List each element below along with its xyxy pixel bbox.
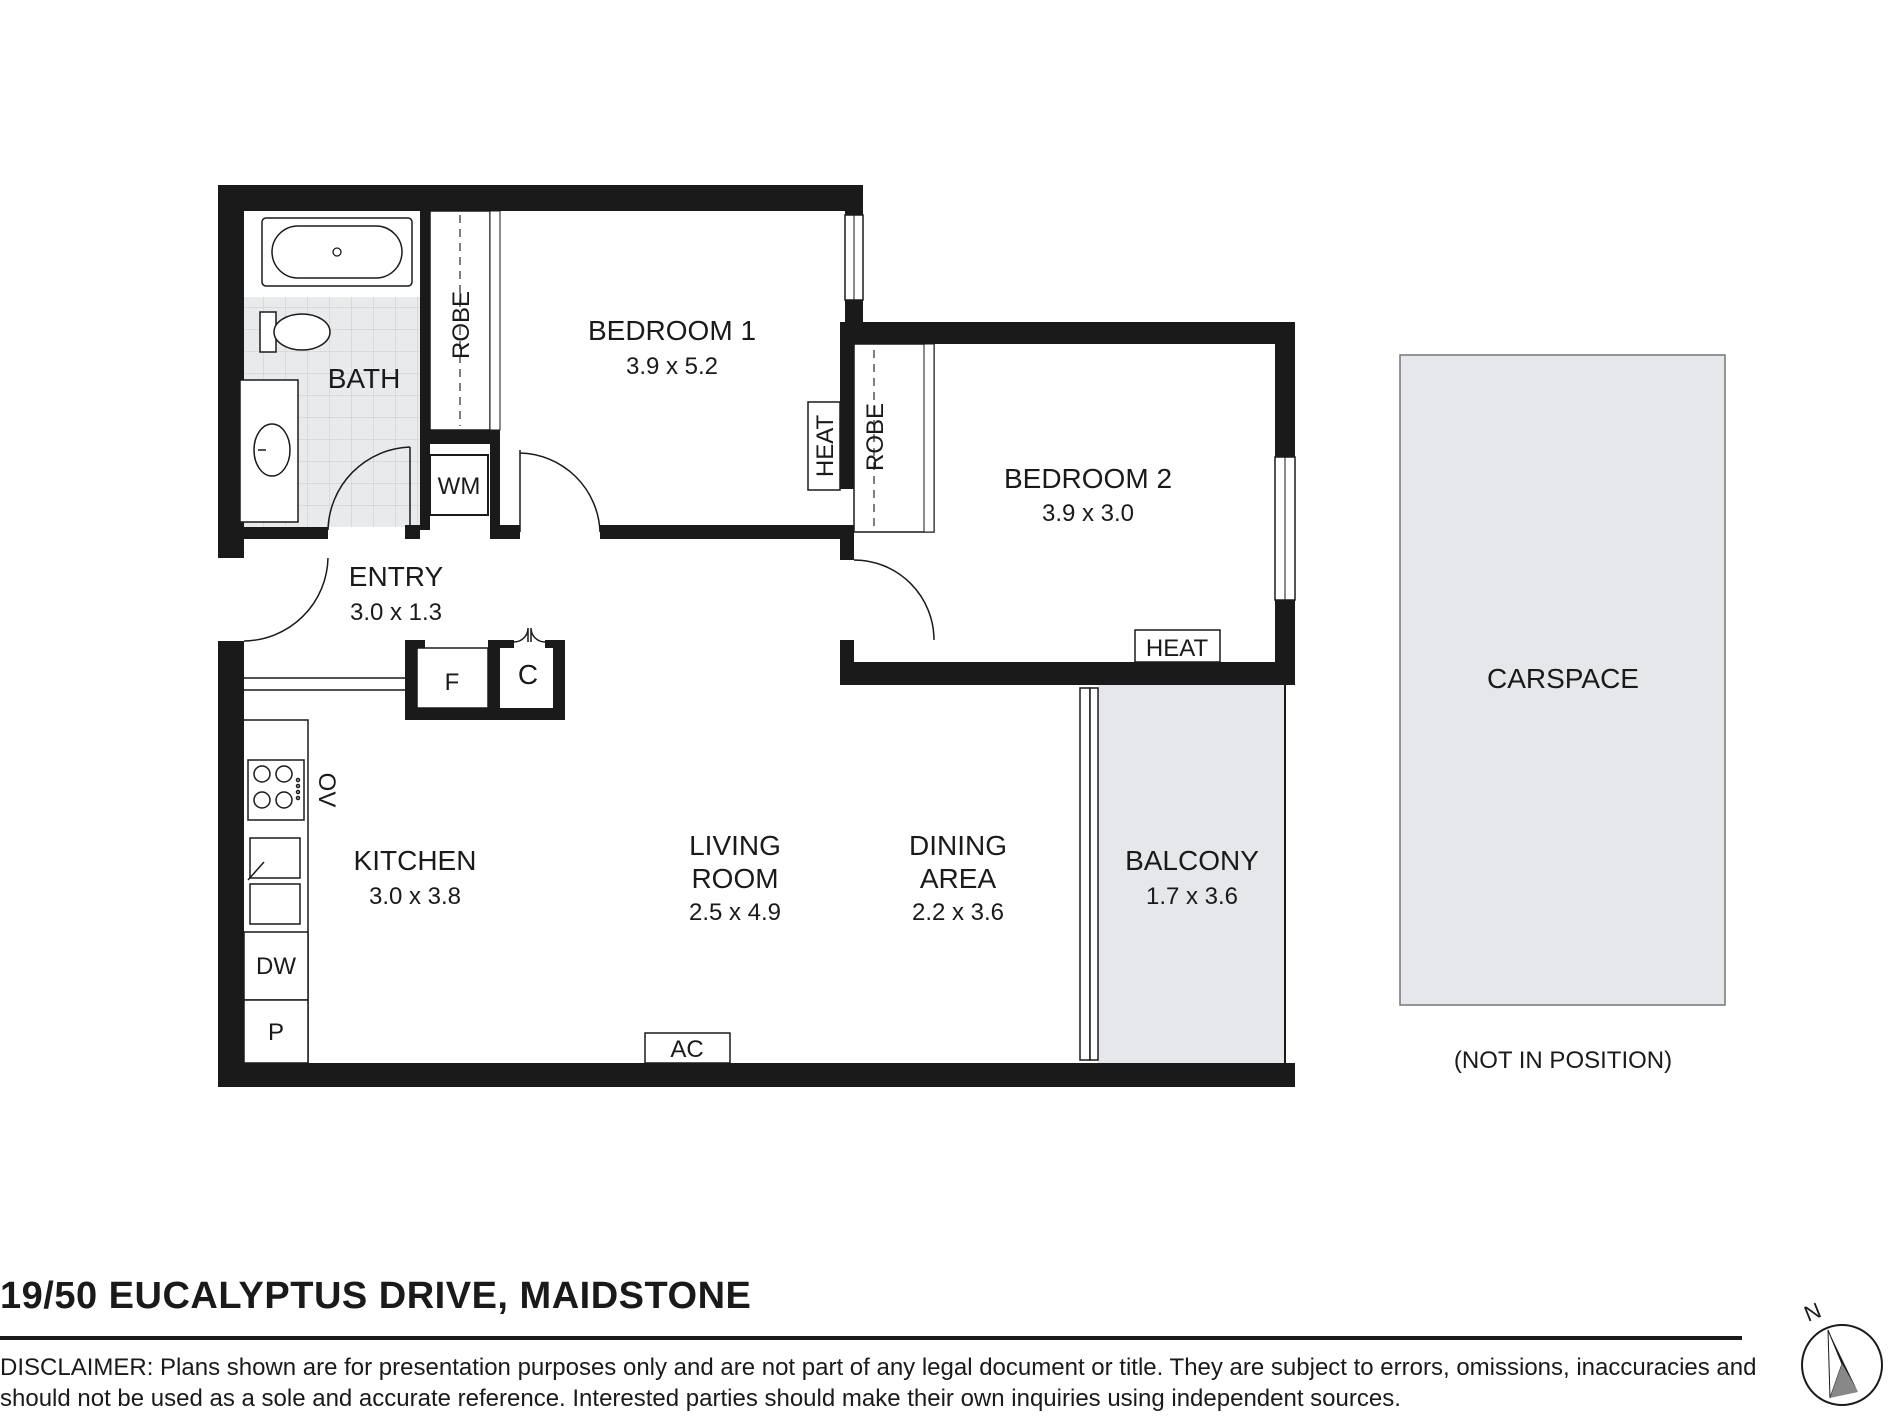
kitchen-label: KITCHEN bbox=[354, 845, 477, 876]
kitchen-dims: 3.0 x 3.8 bbox=[369, 883, 461, 910]
property-address: 19/50 EUCALYPTUS DRIVE, MAIDSTONE bbox=[0, 1275, 752, 1317]
sink-icon bbox=[247, 837, 301, 925]
bedroom2-dims: 3.9 x 3.0 bbox=[1042, 500, 1134, 527]
dining-label-line1: DINING bbox=[909, 830, 1007, 861]
bedroom1-label: BEDROOM 1 bbox=[588, 315, 756, 346]
bath-door-swing bbox=[327, 446, 411, 531]
carspace-note: (NOT IN POSITION) bbox=[1454, 1047, 1672, 1074]
cupboard-label: C bbox=[518, 659, 538, 690]
fridge-label: F bbox=[445, 669, 460, 696]
toilet-icon bbox=[259, 311, 331, 353]
carspace-label: CARSPACE bbox=[1487, 663, 1639, 694]
balcony-area bbox=[1098, 685, 1286, 1063]
dishwasher-label: DW bbox=[256, 953, 296, 980]
entry-door-swing bbox=[243, 557, 329, 642]
entry-dims: 3.0 x 1.3 bbox=[350, 599, 442, 626]
living-label-line1: LIVING bbox=[689, 830, 781, 861]
ac-unit-box bbox=[644, 1032, 731, 1064]
balcony-sliding-door bbox=[1079, 687, 1099, 1061]
robe1-label: ROBE bbox=[448, 291, 475, 359]
balcony-dims: 1.7 x 3.6 bbox=[1146, 883, 1238, 910]
compass-north-label: N bbox=[1801, 1300, 1825, 1327]
cooktop-icon bbox=[247, 759, 305, 821]
washing-machine-box bbox=[429, 454, 489, 516]
heat2-label: HEAT bbox=[1146, 635, 1209, 662]
robe1-closet bbox=[429, 210, 501, 431]
disclaimer-text: DISCLAIMER: Plans shown are for presenta… bbox=[0, 1354, 1757, 1412]
bath-label: BATH bbox=[328, 363, 401, 394]
living-label-line2: ROOM bbox=[691, 863, 778, 894]
heater2-box bbox=[1134, 629, 1221, 663]
living-dims: 2.5 x 4.9 bbox=[689, 899, 781, 926]
ac-label: AC bbox=[670, 1036, 703, 1063]
bedroom1-door-swing bbox=[519, 452, 601, 533]
address-underline bbox=[0, 1336, 1742, 1340]
robe2-closet bbox=[853, 343, 935, 533]
wm-label: WM bbox=[438, 473, 481, 500]
bedroom2-label: BEDROOM 2 bbox=[1004, 463, 1172, 494]
walls bbox=[218, 185, 1295, 1087]
bathtub-icon bbox=[261, 217, 413, 287]
fridge-box bbox=[416, 647, 489, 709]
dishwasher-box bbox=[243, 931, 309, 1001]
bedroom1-dims: 3.9 x 5.2 bbox=[626, 353, 718, 380]
robe2-label: ROBE bbox=[862, 403, 889, 471]
entry-label: ENTRY bbox=[349, 561, 444, 592]
carspace-area bbox=[1399, 354, 1726, 1006]
balcony-label: BALCONY bbox=[1125, 845, 1259, 876]
pantry-label: P bbox=[268, 1019, 284, 1046]
cupboard-doors-icon bbox=[513, 627, 546, 643]
bedroom2-door-swing bbox=[853, 559, 935, 641]
heater1-box bbox=[807, 401, 841, 491]
dining-dims: 2.2 x 3.6 bbox=[912, 899, 1004, 926]
basin-icon bbox=[239, 379, 299, 523]
north-compass-icon: N bbox=[1801, 1300, 1883, 1406]
heat1-label: HEAT bbox=[812, 415, 839, 478]
dining-label-line2: AREA bbox=[920, 863, 997, 894]
pantry-box bbox=[243, 999, 309, 1064]
oven-label: OV bbox=[313, 773, 340, 808]
